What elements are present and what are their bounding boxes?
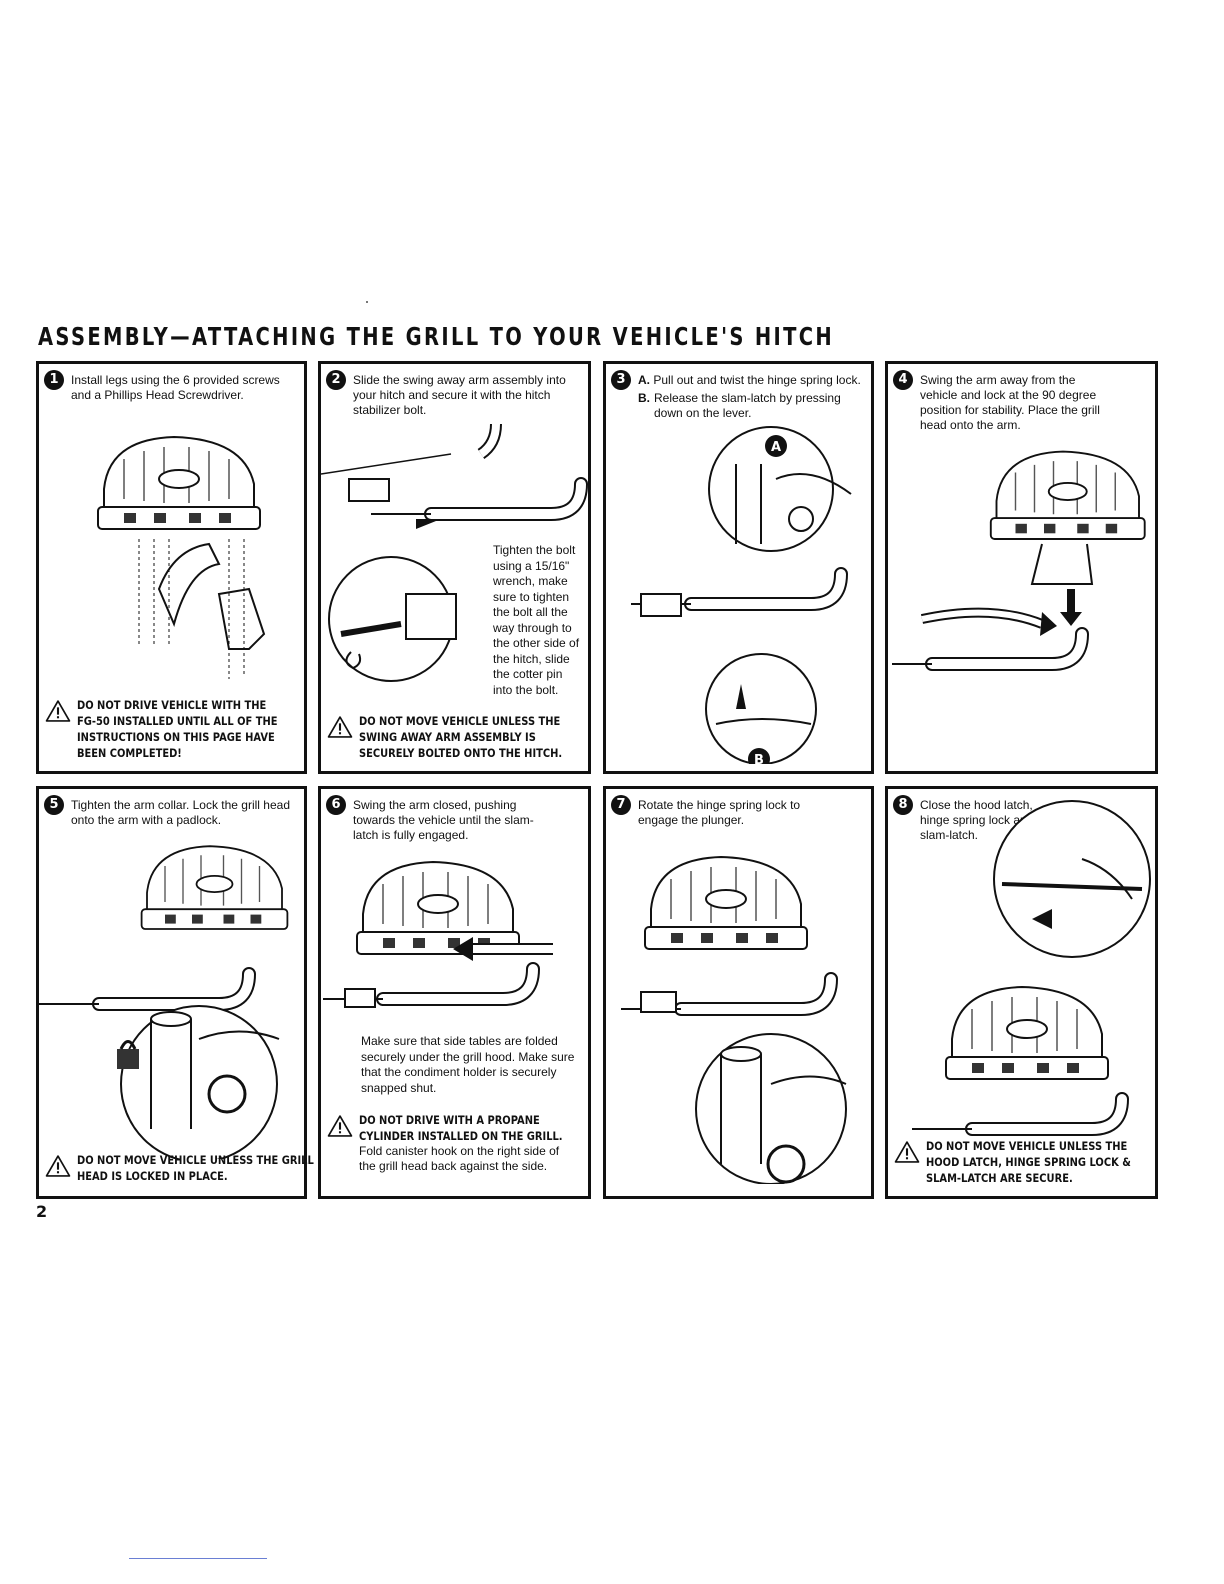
warning-line: DO NOT MOVE VEHICLE UNLESS THE bbox=[926, 1139, 1128, 1153]
warning-line: SLAM-LATCH ARE SECURE. bbox=[926, 1171, 1073, 1185]
page-number: 2 bbox=[36, 1202, 48, 1221]
warning-line: DO NOT DRIVE WITH A PROPANE bbox=[359, 1113, 540, 1127]
step-number-badge: 8 bbox=[893, 795, 913, 815]
warning-icon bbox=[327, 716, 353, 738]
step-number-badge: 1 bbox=[44, 370, 64, 390]
warning-line: CYLINDER INSTALLED ON THE GRILL. bbox=[359, 1129, 563, 1143]
step-panel-7: 7 Rotate the hinge spring lock to engage… bbox=[603, 786, 874, 1199]
step-part-label: B. bbox=[638, 391, 650, 405]
step-number-badge: 3 bbox=[611, 370, 631, 390]
warning-line: SWING AWAY ARM ASSEMBLY IS bbox=[359, 730, 536, 744]
warning-line: DO NOT DRIVE VEHICLE WITH THE bbox=[77, 698, 267, 712]
step-panel-5: 5 Tighten the arm collar. Lock the grill… bbox=[36, 786, 314, 1199]
step-panel-1: 1 Install legs using the 6 provided scre… bbox=[36, 361, 307, 774]
warning-line: FG-50 INSTALLED UNTIL ALL OF THE bbox=[77, 714, 278, 728]
warning-line: HEAD IS LOCKED IN PLACE. bbox=[77, 1169, 228, 1183]
step-number-badge: 6 bbox=[326, 795, 346, 815]
grill-legs-illustration bbox=[97, 436, 266, 679]
step-note: Tighten the bolt using a 15/16" wrench, … bbox=[493, 543, 580, 697]
step-instruction: Swing the arm closed, pushing towards th… bbox=[353, 798, 534, 842]
step-instruction: Rotate the hinge spring lock to engage t… bbox=[638, 798, 801, 827]
step-instruction: Swing the arm away from the vehicle and … bbox=[920, 373, 1100, 432]
stray-dot bbox=[366, 301, 368, 303]
step-part-text: Release the slam-latch by pressing down … bbox=[654, 391, 841, 420]
warning-notice: DO NOT DRIVE VEHICLE WITH THE FG-50 INST… bbox=[45, 697, 310, 761]
step-instruction: Install legs using the 6 provided screws… bbox=[71, 373, 280, 402]
swing-arm-illustration bbox=[323, 861, 553, 1008]
step-panel-2: 2 Slide the swing away arm assembly into… bbox=[318, 361, 591, 774]
step-note: Make sure that side tables are folded se… bbox=[361, 1034, 575, 1095]
warning-notice: DO NOT MOVE VEHICLE UNLESS THE SWING AWA… bbox=[327, 713, 595, 761]
step-instruction: Slide the swing away arm assembly into y… bbox=[353, 373, 566, 417]
step-part-text: Pull out and twist the hinge spring lock… bbox=[653, 373, 861, 387]
page-title: ASSEMBLY—ATTACHING THE GRILL TO YOUR VEH… bbox=[38, 322, 835, 351]
warning-notice: DO NOT DRIVE WITH A PROPANE CYLINDER INS… bbox=[327, 1112, 596, 1174]
step-number-badge: 5 bbox=[44, 795, 64, 815]
step-instruction: A. Pull out and twist the hinge spring l… bbox=[638, 373, 870, 421]
warning-notice: DO NOT MOVE VEHICLE UNLESS THE HOOD LATC… bbox=[894, 1138, 1164, 1186]
warning-line: BEEN COMPLETED! bbox=[77, 746, 182, 760]
callout-b: B bbox=[754, 753, 764, 764]
step-instruction: Tighten the arm collar. Lock the grill h… bbox=[71, 798, 291, 827]
warning-line: DO NOT MOVE VEHICLE UNLESS THE GRILL bbox=[77, 1153, 314, 1167]
hinge-lock-illustration bbox=[611, 856, 847, 1184]
hood-latch-illustration bbox=[892, 800, 1151, 1139]
warning-line: HOOD LATCH, HINGE SPRING LOCK & bbox=[926, 1155, 1131, 1169]
footer-rule bbox=[129, 1558, 267, 1559]
warning-icon bbox=[45, 1155, 71, 1177]
warning-icon bbox=[327, 1115, 353, 1137]
warning-line: INSTRUCTIONS ON THIS PAGE HAVE bbox=[77, 730, 275, 744]
step-part-label: A. bbox=[638, 373, 650, 387]
hitch-arm-illustration bbox=[321, 424, 591, 682]
step-panel-3: 3 A. Pull out and twist the hinge spring… bbox=[603, 361, 874, 774]
padlock-illustration bbox=[39, 845, 289, 1159]
callout-a: A bbox=[771, 440, 781, 455]
step-panel-8: 8 Close the hood latch, hinge spring loc… bbox=[885, 786, 1158, 1199]
step-number-badge: 7 bbox=[611, 795, 631, 815]
warning-icon bbox=[45, 700, 71, 722]
warning-icon bbox=[894, 1141, 920, 1163]
hinge-latch-illustration: A B bbox=[611, 426, 852, 764]
warning-line: SECURELY BOLTED ONTO THE HITCH. bbox=[359, 746, 563, 760]
grill-placement-illustration bbox=[892, 450, 1146, 704]
step-number-badge: 4 bbox=[893, 370, 913, 390]
step-panel-4: 4 Swing the arm away from the vehicle an… bbox=[885, 361, 1158, 774]
warning-line: DO NOT MOVE VEHICLE UNLESS THE bbox=[359, 714, 561, 728]
step-instruction: Close the hood latch, hinge spring lock … bbox=[920, 798, 1034, 842]
warning-subtext: Fold canister hook on the right side of … bbox=[359, 1144, 560, 1173]
step-number-badge: 2 bbox=[326, 370, 346, 390]
warning-notice: DO NOT MOVE VEHICLE UNLESS THE GRILL HEA… bbox=[45, 1152, 352, 1184]
step-panel-6: 6 Swing the arm closed, pushing towards … bbox=[318, 786, 591, 1199]
